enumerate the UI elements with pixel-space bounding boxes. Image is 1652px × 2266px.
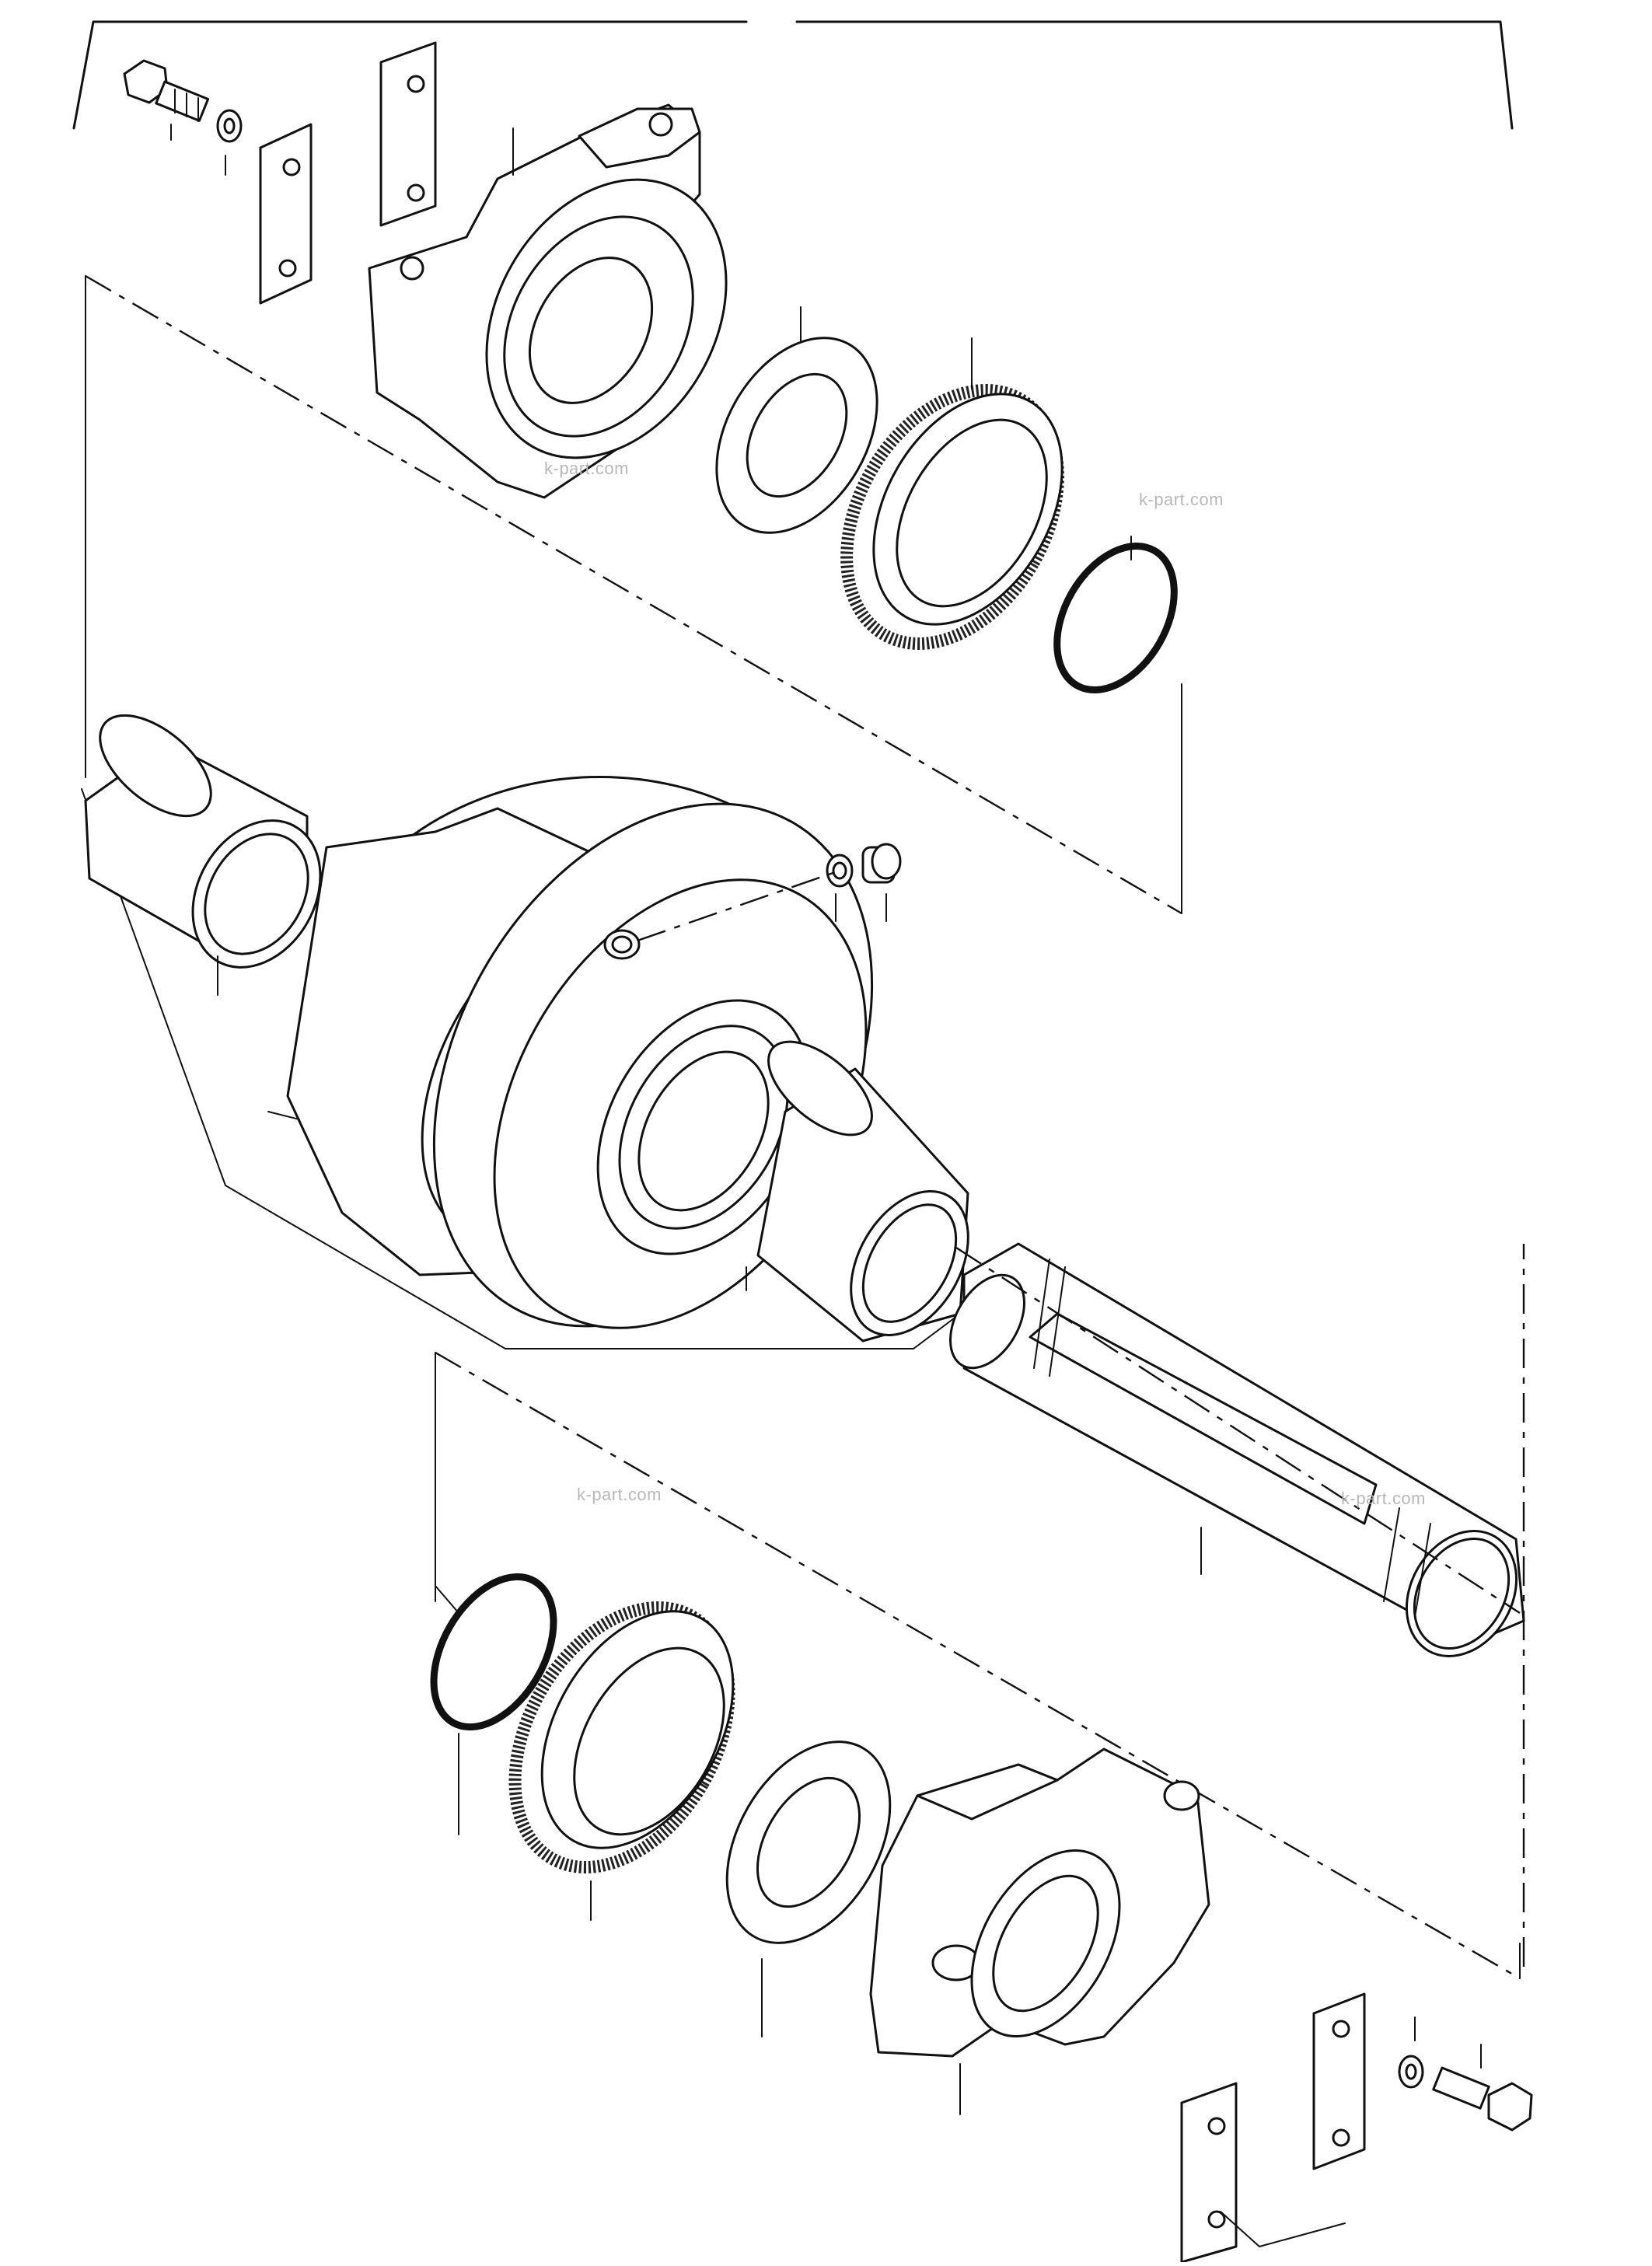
bottom-group-outline bbox=[435, 1585, 459, 1614]
lock-plate-bottom-b bbox=[1180, 2082, 1238, 2264]
thrust-ring-bottom bbox=[725, 1741, 892, 2037]
bushing-left bbox=[84, 714, 322, 996]
o-ring-top bbox=[1053, 536, 1178, 693]
bolt-top bbox=[123, 59, 210, 141]
o-ring-bottom bbox=[430, 1573, 557, 1835]
watermark-text: k-part.com bbox=[1341, 1489, 1426, 1508]
bracket-bottom bbox=[869, 1748, 1210, 2115]
floating-seal-top bbox=[840, 337, 1064, 650]
shaft bbox=[949, 1242, 1525, 1657]
plug bbox=[861, 843, 902, 922]
watermark-text: k-part.com bbox=[577, 1485, 662, 1504]
thrust-ring-top bbox=[715, 306, 878, 534]
bolt-bottom bbox=[1432, 2044, 1533, 2132]
lock-plate-bottom-a bbox=[1312, 1992, 1366, 2170]
lock-plate-top-b bbox=[379, 41, 437, 227]
center-lines bbox=[85, 274, 1525, 1980]
bushing-right bbox=[746, 1040, 969, 1342]
roller-group-outline bbox=[81, 788, 961, 1349]
lock-washer-bottom bbox=[1398, 2016, 1424, 2089]
floating-seal-bottom bbox=[508, 1601, 735, 1921]
watermark-text: k-part.com bbox=[544, 459, 629, 478]
bracket-top bbox=[368, 103, 728, 499]
lock-plate-top-a bbox=[259, 123, 313, 305]
plug-washer bbox=[826, 854, 854, 922]
lock-washer-top bbox=[216, 109, 243, 176]
top-group-outline bbox=[72, 20, 1514, 130]
watermark-text: k-part.com bbox=[1139, 490, 1224, 509]
